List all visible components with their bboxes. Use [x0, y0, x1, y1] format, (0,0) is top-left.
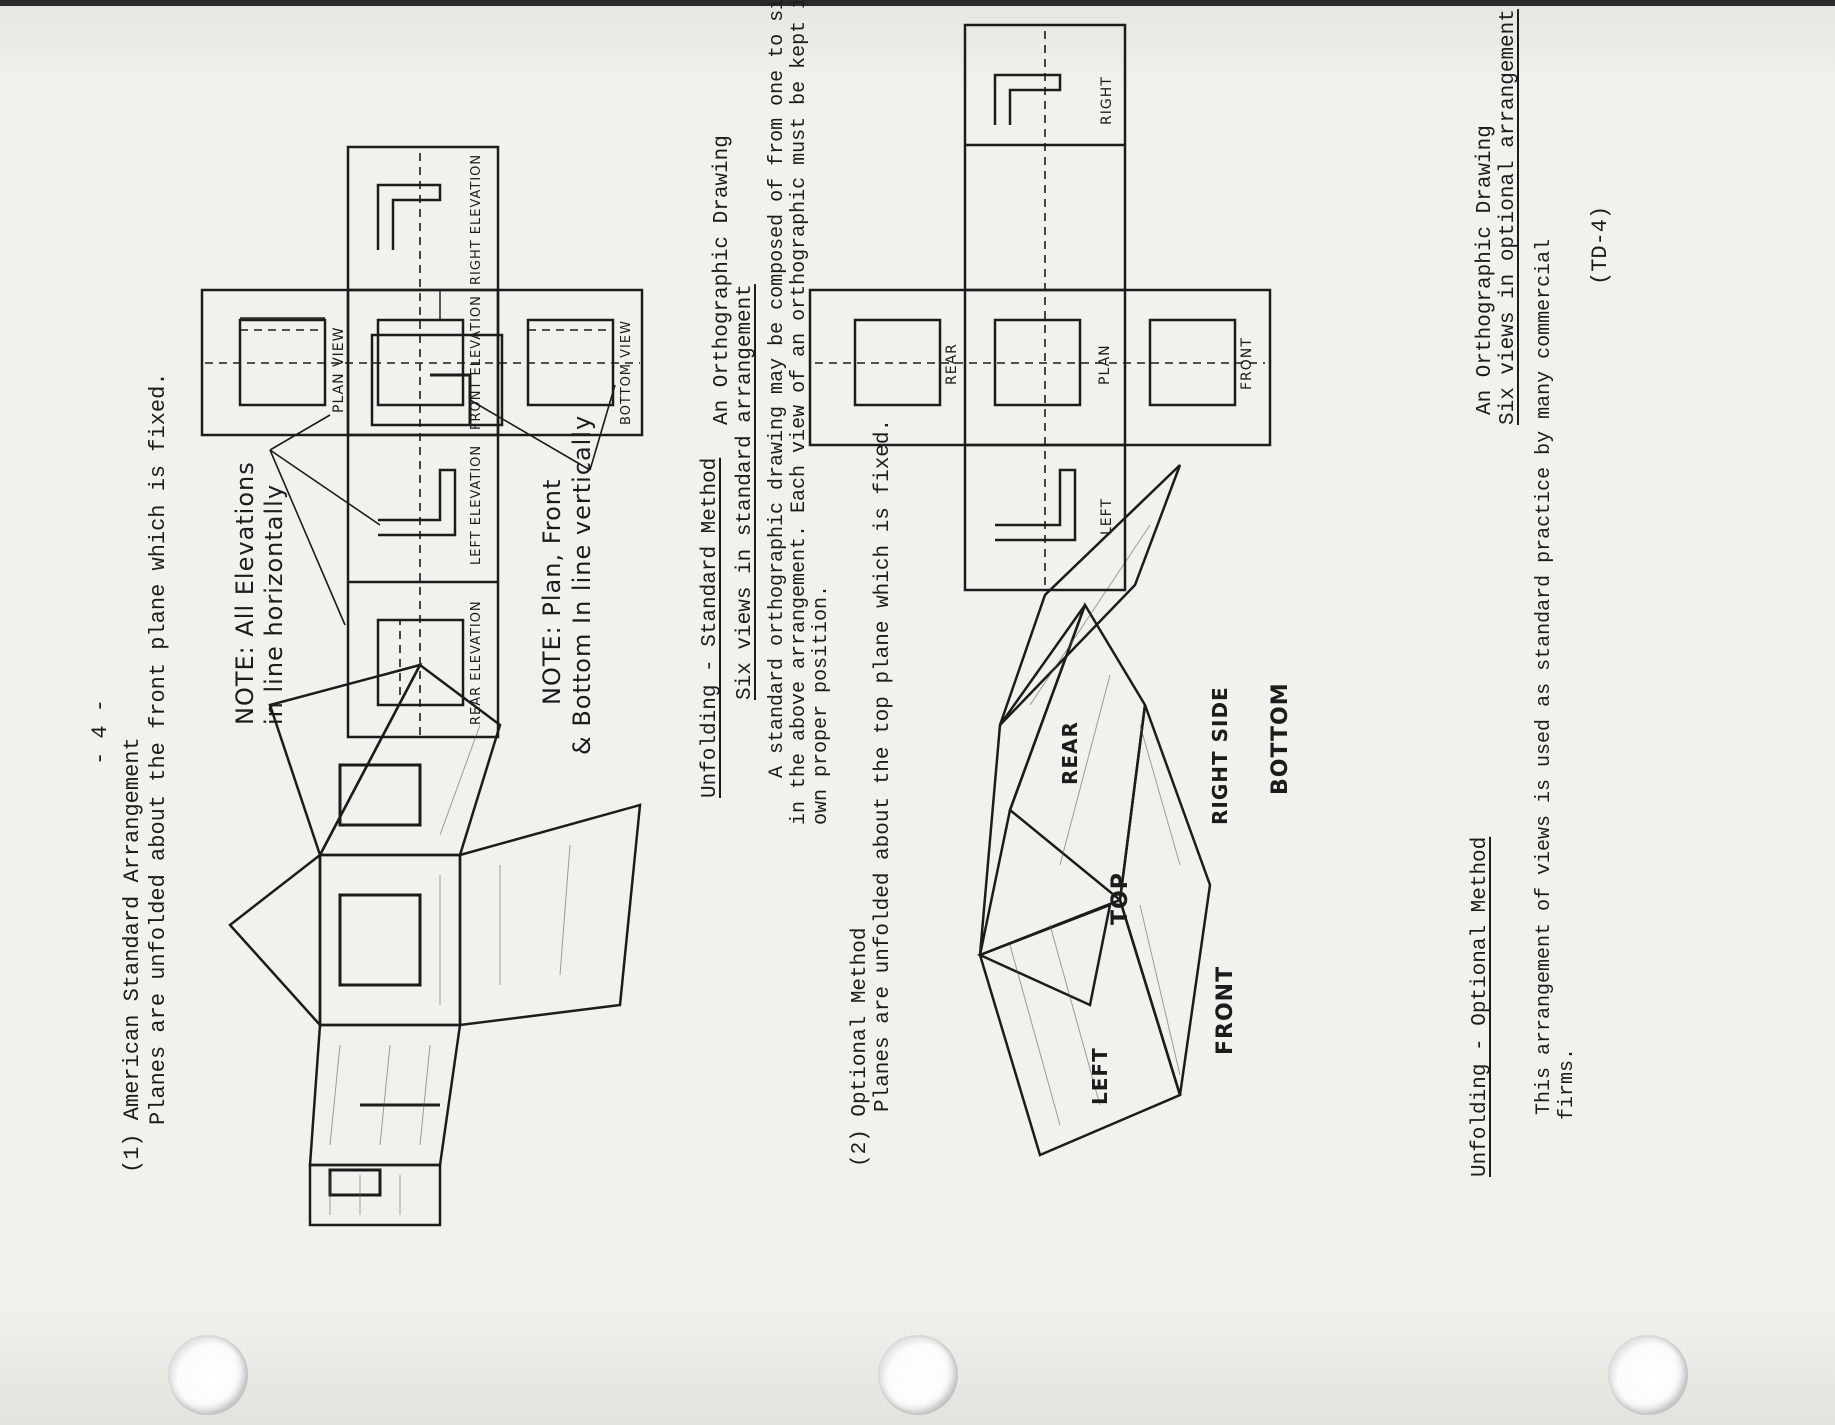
opt-label-rear: REAR: [944, 343, 960, 385]
optional-caption-line2: Six views in optional arrangement: [1497, 9, 1520, 425]
punch-hole-center: [878, 1335, 958, 1415]
punch-hole-right: [1608, 1335, 1688, 1415]
opt-label-left: LEFT: [1099, 497, 1115, 535]
scan-edge: [0, 0, 1835, 6]
opt-label-right: RIGHT: [1099, 76, 1115, 125]
optional-caption-line1: An Orthographic Drawing: [1474, 125, 1497, 415]
unfolding-optional-heading: Unfolding - Optional Method: [1469, 836, 1492, 1177]
unfolding-optional-line1: This arrangement of views is used as sta…: [1533, 238, 1556, 1115]
opt-label-plan: PLAN: [1097, 344, 1113, 385]
footer-code: (TD-4): [1588, 205, 1613, 285]
punch-hole-left: [168, 1335, 248, 1415]
unfolding-optional-line2: firms.: [1556, 1047, 1579, 1120]
opt-label-front: FRONT: [1239, 337, 1255, 390]
